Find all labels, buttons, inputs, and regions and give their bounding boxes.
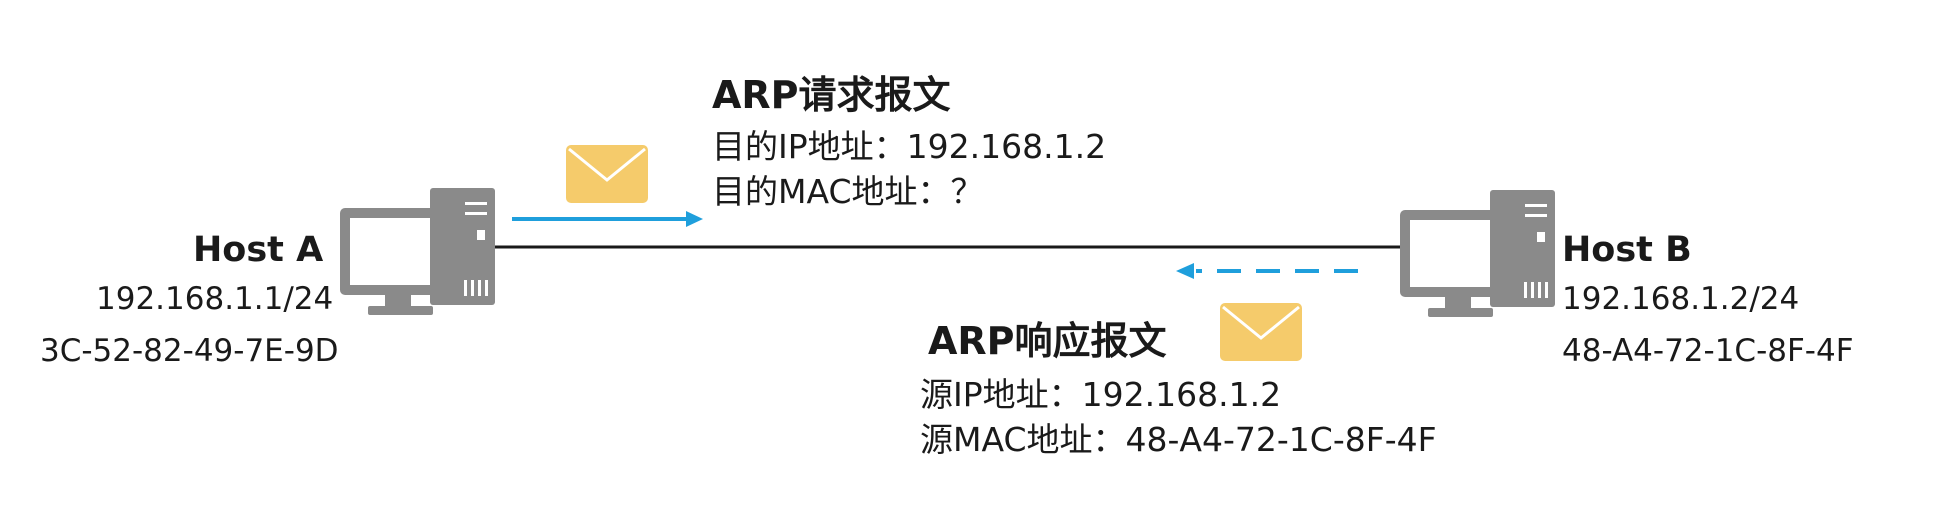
host-b-mac: 48-A4-72-1C-8F-4F: [1562, 333, 1854, 369]
host-a-mac: 3C-52-82-49-7E-9D: [40, 333, 339, 369]
host-a-computer-icon: [340, 188, 495, 315]
request-envelope-icon: [566, 145, 648, 203]
arp-reply-src-mac: 源MAC地址：48-A4-72-1C-8F-4F: [920, 420, 1437, 459]
arp-request-title: ARP请求报文: [712, 73, 951, 117]
arp-reply-src-ip: 源IP地址：192.168.1.2: [920, 375, 1282, 414]
reply-arrow-head: [1176, 263, 1194, 279]
arp-reply-title: ARP响应报文: [928, 319, 1167, 363]
reply-envelope-icon: [1220, 303, 1302, 361]
host-a-ip: 192.168.1.1/24: [96, 281, 334, 317]
request-arrow-head: [686, 211, 703, 227]
host-a-name: Host A: [193, 230, 324, 270]
host-b-name: Host B: [1562, 230, 1692, 270]
host-b-computer-icon: [1400, 190, 1555, 317]
arp-request-dest-ip: 目的IP地址：192.168.1.2: [712, 127, 1107, 166]
arp-request-dest-mac: 目的MAC地址：？: [712, 172, 984, 211]
host-b-ip: 192.168.1.2/24: [1562, 281, 1800, 317]
